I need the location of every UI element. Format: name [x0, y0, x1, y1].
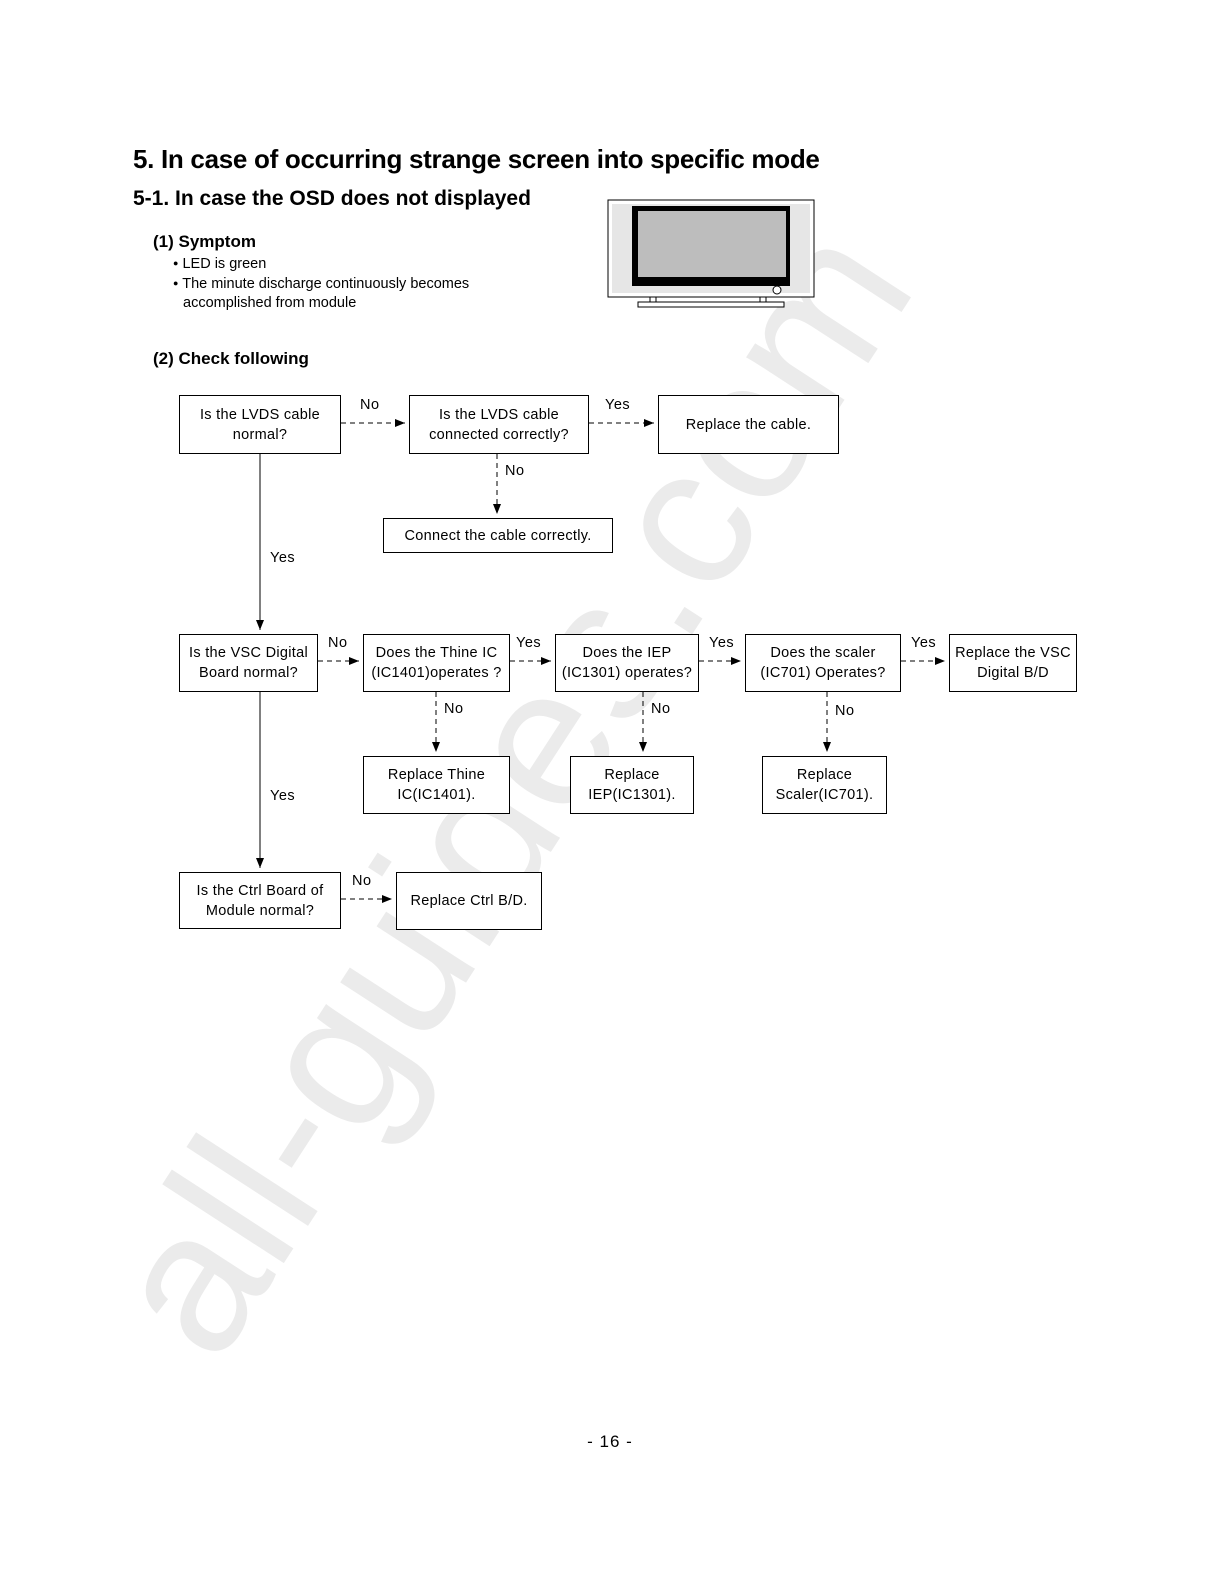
label-yes: Yes — [270, 788, 296, 804]
bullet-dot-icon: ● — [173, 278, 179, 288]
symptom-bullet-2: ● The minute discharge continuously beco… — [173, 273, 469, 294]
replace-iep-box: Replace IEP(IC1301). — [570, 756, 694, 814]
iep-operates-box: Does the IEP (IC1301) operates? — [555, 634, 699, 692]
label-no: No — [651, 701, 671, 717]
label-yes: Yes — [911, 635, 937, 651]
label-no: No — [360, 397, 380, 413]
label-yes: Yes — [709, 635, 735, 651]
label-no: No — [328, 635, 348, 651]
bullet-dot-icon: ● — [173, 258, 179, 268]
label-no: No — [835, 703, 855, 719]
replace-thine-box: Replace Thine IC(IC1401). — [363, 756, 510, 814]
label-yes: Yes — [270, 550, 296, 566]
thine-ic-operates-box: Does the Thine IC (IC1401)operates ? — [363, 634, 510, 692]
bullet-text: The minute discharge continuously become… — [182, 276, 470, 292]
lvds-cable-connected-box: Is the LVDS cable connected correctly? — [409, 395, 589, 454]
bullet-text: LED is green — [182, 256, 267, 272]
label-yes: Yes — [516, 635, 542, 651]
label-no: No — [352, 873, 372, 889]
plasma-tv-icon — [607, 199, 815, 308]
replace-cable-box: Replace the cable. — [658, 395, 839, 454]
vsc-board-normal-box: Is the VSC Digital Board normal? — [179, 634, 318, 692]
replace-vsc-box: Replace the VSC Digital B/D — [949, 634, 1077, 692]
lvds-cable-normal-box: Is the LVDS cable normal? — [179, 395, 341, 454]
symptom-title: (1) Symptom — [153, 232, 256, 251]
section-heading: 5. In case of occurring strange screen i… — [133, 144, 820, 174]
label-no: No — [505, 463, 525, 479]
subsection-heading: 5-1. In case the OSD does not displayed — [133, 187, 531, 210]
scaler-operates-box: Does the scaler (IC701) Operates? — [745, 634, 901, 692]
symptom-bullet-1: ● LED is green — [173, 253, 266, 274]
ctrl-board-normal-box: Is the Ctrl Board of Module normal? — [179, 872, 341, 929]
check-title: (2) Check following — [153, 349, 309, 368]
page-number: - 16 - — [587, 1432, 633, 1451]
label-no: No — [444, 701, 464, 717]
connect-cable-box: Connect the cable correctly. — [383, 518, 613, 553]
symptom-bullet-2-cont: accomplished from module — [183, 295, 357, 311]
replace-ctrl-box: Replace Ctrl B/D. — [396, 872, 542, 930]
label-yes: Yes — [605, 397, 631, 413]
replace-scaler-box: Replace Scaler(IC701). — [762, 756, 887, 814]
